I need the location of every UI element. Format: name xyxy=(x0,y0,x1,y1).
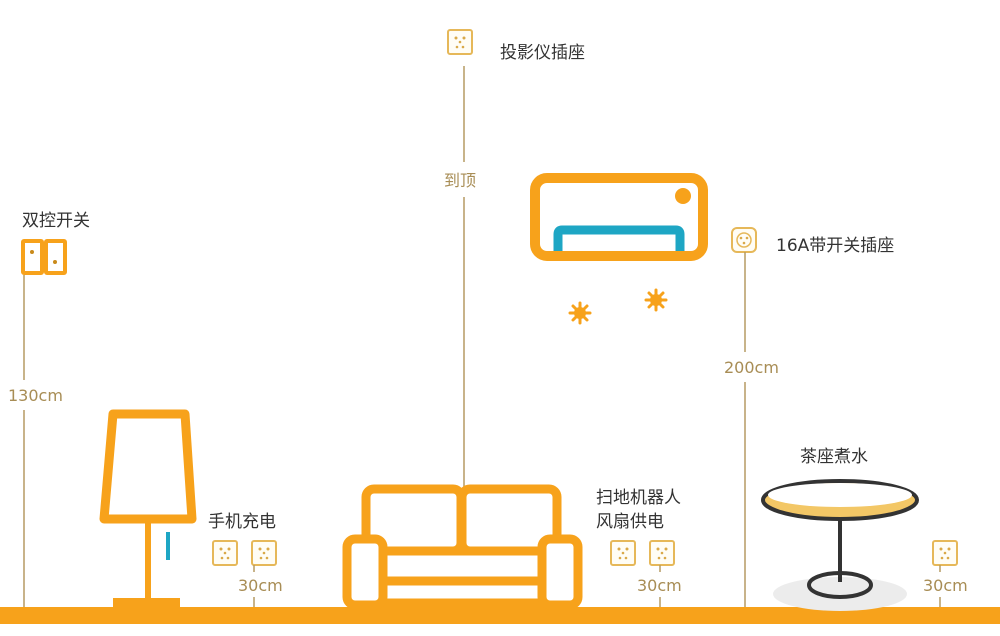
robot-label-line1: 扫地机器人 xyxy=(596,488,681,508)
robot-label-line2: 风扇供电 xyxy=(596,512,664,532)
tea-socket-height: 30cm xyxy=(923,576,968,595)
lamp-icon xyxy=(99,409,197,608)
socket-icon xyxy=(212,540,238,566)
socket-16a-height: 200cm xyxy=(724,358,779,377)
dual-switch-icon xyxy=(21,239,67,275)
dual-switch-label: 双控开关 xyxy=(22,211,90,231)
socket-16a-label: 16A带开关插座 xyxy=(776,236,894,256)
sofa-icon xyxy=(342,484,583,610)
socket-16a-icon xyxy=(731,227,757,253)
tea-table-icon xyxy=(761,479,919,611)
socket-icon xyxy=(251,540,277,566)
tea-label: 茶座煮水 xyxy=(800,447,868,467)
socket-icon xyxy=(649,540,675,566)
air-conditioner-icon xyxy=(530,173,708,261)
socket-icon xyxy=(610,540,636,566)
projector-height: 到顶 xyxy=(444,171,476,190)
snowflake-icon xyxy=(644,288,668,312)
floor xyxy=(0,607,1000,624)
snowflake-icon xyxy=(568,301,592,325)
socket-icon xyxy=(932,540,958,566)
projector-socket-label: 投影仪插座 xyxy=(500,43,585,63)
phone-charging-label: 手机充电 xyxy=(208,512,276,532)
phone-socket-height: 30cm xyxy=(238,576,283,595)
projector-socket-icon xyxy=(447,29,473,55)
robot-socket-height: 30cm xyxy=(637,576,682,595)
switch-height: 130cm xyxy=(8,386,63,405)
